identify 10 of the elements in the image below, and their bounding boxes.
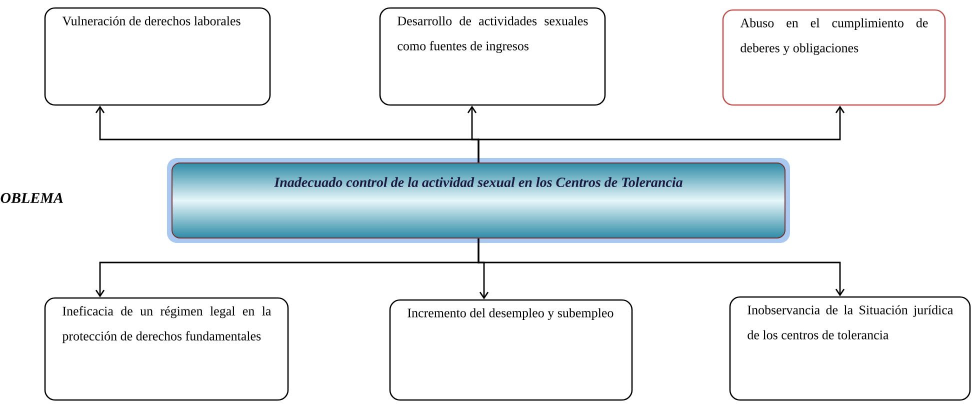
effect-box: Ineficacia de un régimen legal en la protección de derechos fundamentales (44, 297, 289, 401)
side-label: OBLEMA (0, 192, 63, 204)
effect-box: Desarrollo de actividades sexuales como fuentes de ingresos (379, 7, 606, 106)
title-box: Inadecuado control de la actividad sexual en los Centros de Tolerancia (167, 158, 790, 243)
effect-box: Incremento del desempleo y subempleo (389, 299, 633, 401)
effect-box: Inobservancia de la Situación jurídica de los centros de tolerancia (729, 296, 971, 401)
effect-box: Abuso en el cumplimiento de deberes y obligaciones (722, 9, 946, 106)
effect-box: Vulneración de derechos laborales (44, 7, 271, 106)
arrow (478, 238, 845, 296)
arrow (478, 106, 845, 162)
